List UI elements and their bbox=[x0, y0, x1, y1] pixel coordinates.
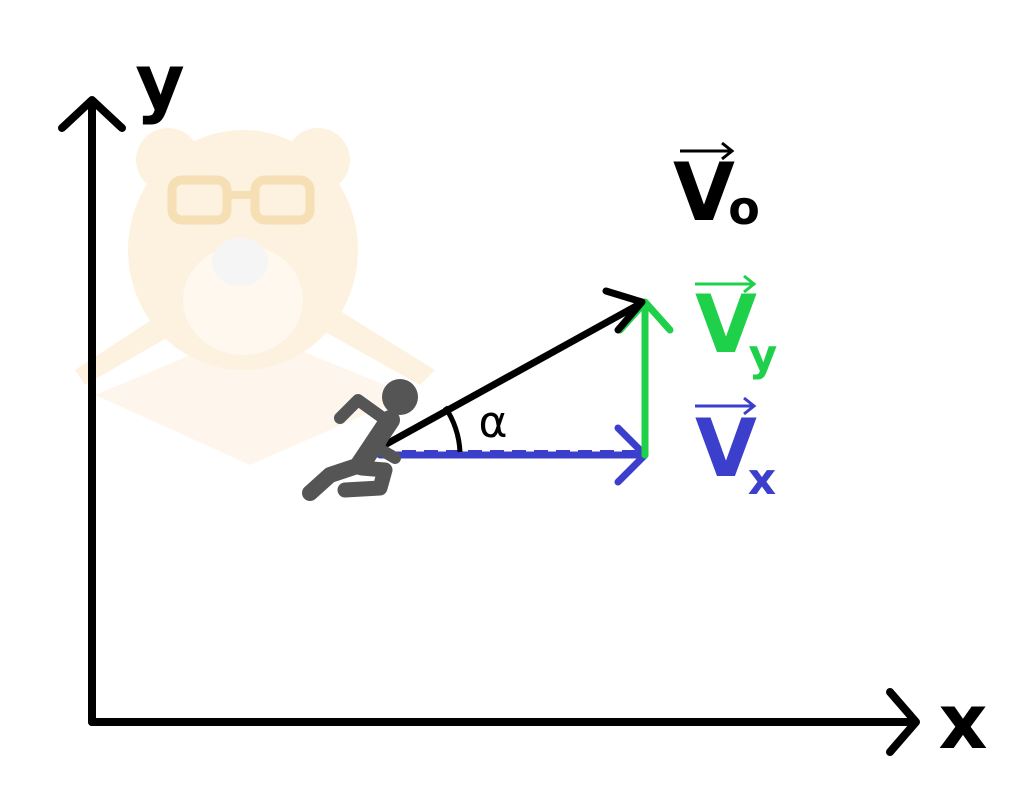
y-axis-label: y bbox=[135, 37, 185, 126]
v0-label-subscript: o bbox=[728, 181, 760, 235]
running-person-icon bbox=[302, 379, 418, 501]
vx-arrow bbox=[376, 424, 649, 486]
v0-arrow bbox=[368, 287, 646, 456]
x-axis bbox=[88, 688, 920, 756]
vx-label-letter: V bbox=[695, 402, 757, 495]
vy-label-subscript: y bbox=[749, 330, 778, 381]
vy-label-letter: V bbox=[695, 278, 757, 371]
v0-label-letter: V bbox=[673, 146, 735, 239]
vy-label: V y bbox=[695, 274, 778, 381]
v0-label: V o bbox=[673, 141, 760, 239]
vx-label-subscript: x bbox=[748, 454, 776, 505]
vy-arrow bbox=[616, 298, 674, 459]
angle-label: α bbox=[478, 397, 507, 448]
bear-book-watermark-icon bbox=[75, 128, 435, 465]
vx-label: V x bbox=[695, 396, 776, 505]
angle-arc bbox=[442, 405, 463, 453]
y-axis bbox=[58, 96, 126, 726]
x-axis-label: x bbox=[938, 677, 987, 766]
